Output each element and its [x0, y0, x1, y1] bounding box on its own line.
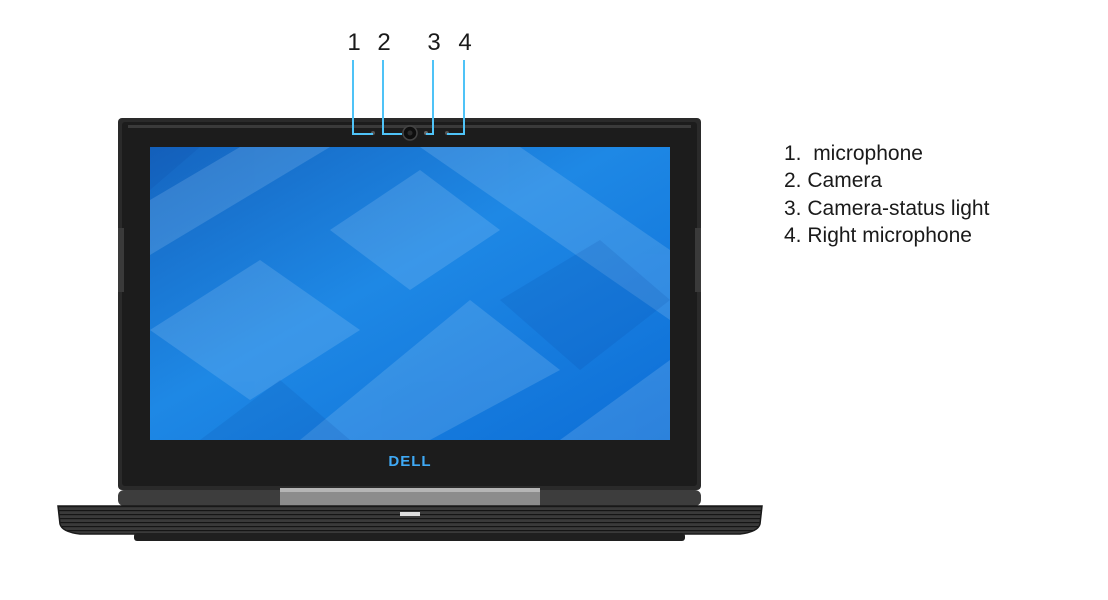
laptop-base — [57, 505, 763, 541]
dell-logo: DELL — [388, 453, 431, 470]
hinge — [118, 488, 701, 506]
callout-number-4: 4 — [458, 29, 472, 56]
callout-number-3: 3 — [427, 29, 441, 56]
legend-item: 1. microphone — [784, 140, 989, 167]
left-hinge-slot — [118, 228, 124, 292]
right-hinge-slot — [695, 228, 701, 292]
callout-lines — [352, 60, 465, 135]
legend-text: Camera — [807, 169, 883, 193]
screen — [150, 147, 670, 440]
legend-item: 3. Camera-status light — [784, 195, 989, 222]
callout-number-2: 2 — [377, 29, 391, 56]
legend: 1. microphone 2. Camera 3. Camera-status… — [784, 140, 989, 249]
legend-number: 2. — [784, 169, 802, 193]
legend-number: 4. — [784, 223, 802, 247]
power-light — [400, 512, 420, 516]
legend-number: 1. — [784, 142, 802, 165]
legend-number: 3. — [784, 196, 802, 220]
svg-text:DELL: DELL — [388, 453, 431, 470]
legend-text: Right microphone — [807, 223, 972, 247]
legend-item: 4. Right microphone — [784, 222, 989, 249]
legend-text: microphone — [807, 142, 923, 165]
callout-number-1: 1 — [347, 29, 361, 56]
legend-item: 2. Camera — [784, 167, 989, 194]
legend-text: Camera-status light — [807, 196, 990, 220]
